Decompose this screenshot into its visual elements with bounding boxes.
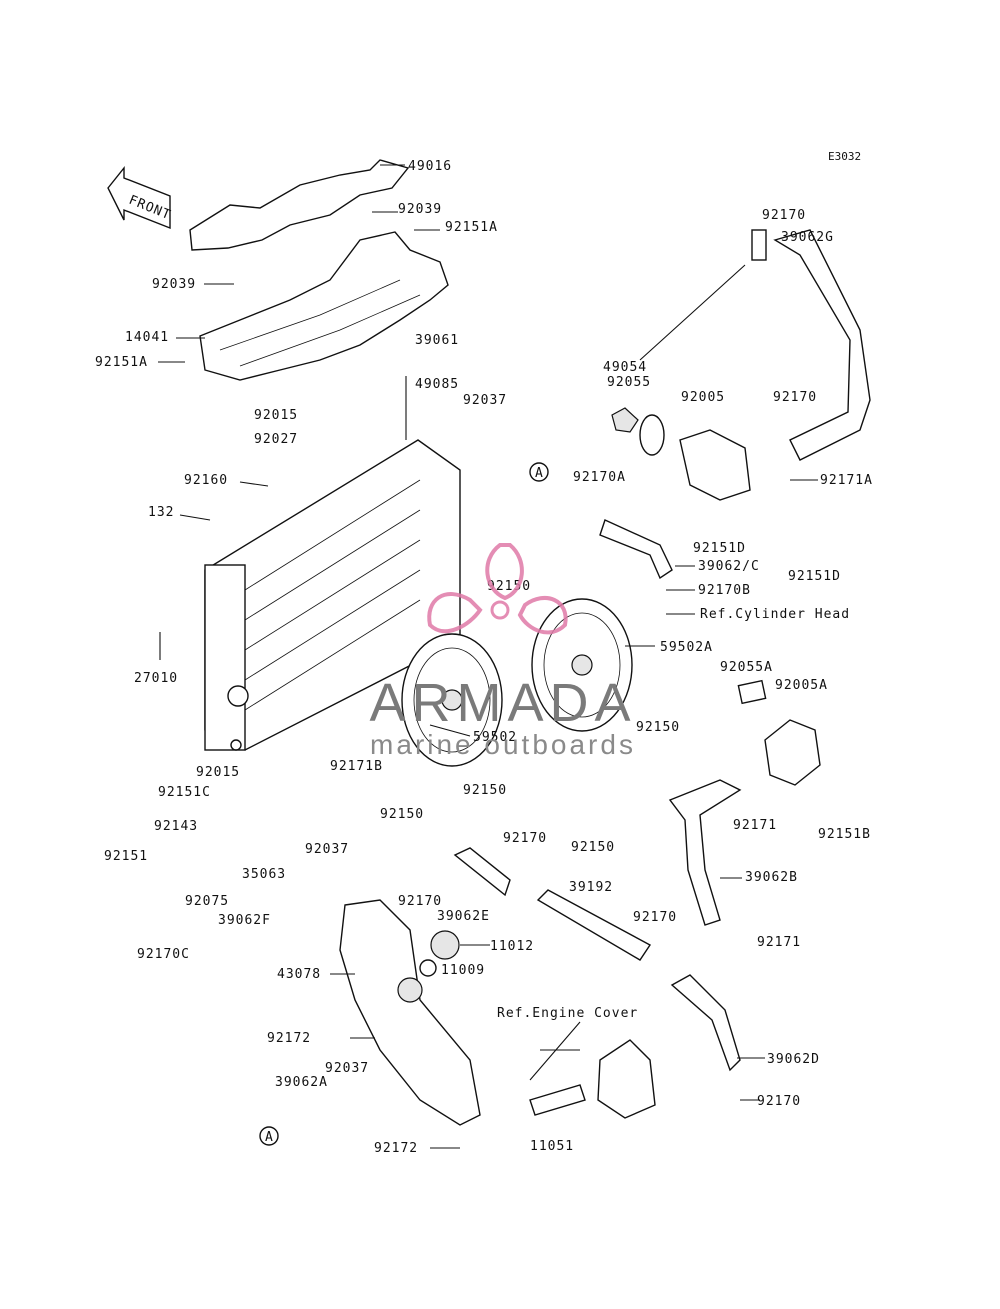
part-label: 92055 <box>607 375 651 390</box>
watermark-subtitle: marine outboards <box>370 729 636 760</box>
part-label: 92055A <box>720 660 773 675</box>
shroud-part <box>199 231 449 381</box>
fitting-92005a-part <box>737 679 821 786</box>
part-labels: 49016 92039 92151A 92039 14041 92151A 39… <box>95 159 873 1156</box>
upper-hose-part <box>773 229 871 461</box>
leader-lines <box>158 211 818 1149</box>
part-label: 39062F <box>218 913 271 928</box>
part-label: 92170C <box>137 947 190 962</box>
part-label: 92151D <box>693 541 746 556</box>
part-label: 92075 <box>185 894 229 909</box>
part-label: 92170 <box>633 910 677 925</box>
part-label: 92151D <box>788 569 841 584</box>
part-label: 132 <box>148 505 174 520</box>
part-label: 92160 <box>184 473 228 488</box>
part-label: 92015 <box>196 765 240 780</box>
part-label: 92151A <box>445 220 498 235</box>
part-label: 92015 <box>254 408 298 423</box>
part-label: 92171 <box>757 935 801 950</box>
part-label: 92150 <box>380 807 424 822</box>
part-label: 92170 <box>762 208 806 223</box>
part-label: 92037 <box>305 842 349 857</box>
part-label: 14041 <box>125 330 169 345</box>
diagram-code: E3032 <box>828 150 862 163</box>
part-label: 92170A <box>573 470 626 485</box>
radiator-core-part <box>204 439 461 751</box>
part-label: 92170 <box>503 831 547 846</box>
part-label: 92039 <box>398 202 442 217</box>
part-label: 39062B <box>745 870 798 885</box>
part-label: 92170 <box>773 390 817 405</box>
o-ring-part <box>419 959 437 977</box>
part-label: 39062E <box>437 909 490 924</box>
part-label: 92151A <box>95 355 148 370</box>
svg-text:A: A <box>265 1130 274 1145</box>
reservoir-tank-part <box>339 899 481 1126</box>
part-label: 92037 <box>463 393 507 408</box>
part-label: 92005A <box>775 678 828 693</box>
svg-text:A: A <box>535 466 544 481</box>
part-label: 92151B <box>818 827 871 842</box>
watermark-logo-icon <box>427 543 568 635</box>
part-label: 39062A <box>275 1075 328 1090</box>
part-label: 92150 <box>571 840 615 855</box>
hose-c-part <box>599 519 673 580</box>
pipe-39192-part <box>536 889 652 961</box>
part-label: 49085 <box>415 377 459 392</box>
part-label: 43078 <box>277 967 321 982</box>
part-label: 92172 <box>267 1031 311 1046</box>
part-label: 11051 <box>530 1139 574 1154</box>
part-label: 92143 <box>154 819 198 834</box>
part-label: 92039 <box>152 277 196 292</box>
part-label: 92170B <box>698 583 751 598</box>
top-cover-part <box>189 159 410 251</box>
part-label: 39062D <box>767 1052 820 1067</box>
hose-b-part <box>668 779 742 926</box>
reservoir-cap-part <box>430 930 460 960</box>
part-label: 49054 <box>603 360 647 375</box>
part-label: 39061 <box>415 333 459 348</box>
part-label: 92150 <box>636 720 680 735</box>
ref-engine-cover-label: Ref.Engine Cover <box>497 1006 638 1021</box>
part-label: 92150 <box>463 783 507 798</box>
watermark: ARMADA marine outboards <box>348 676 658 760</box>
part-label: 92170 <box>398 894 442 909</box>
part-label: 92170 <box>757 1094 801 1109</box>
part-label: 39062/C <box>698 559 760 574</box>
engine-cover-bracket-part <box>597 1039 656 1119</box>
watermark-title: ARMADA <box>369 673 637 733</box>
ref-cylinder-head-label: Ref.Cylinder Head <box>700 607 850 622</box>
part-label: 92172 <box>374 1141 418 1156</box>
hose-d-part <box>670 974 741 1072</box>
fan-left-part <box>401 633 503 767</box>
hose-clamp-part <box>751 229 767 261</box>
part-label: 92171A <box>820 473 873 488</box>
part-label: 39062G <box>781 230 834 245</box>
hose-e-part <box>453 847 511 897</box>
part-label: 11012 <box>490 939 534 954</box>
part-label: 11009 <box>441 963 485 978</box>
part-label: 92005 <box>681 390 725 405</box>
thermostat-housing-part <box>611 407 751 501</box>
part-label: 92151 <box>104 849 148 864</box>
part-label: 92037 <box>325 1061 369 1076</box>
part-label: 39192 <box>569 880 613 895</box>
part-label: 92027 <box>254 432 298 447</box>
part-label: 59502A <box>660 640 713 655</box>
part-label: 35063 <box>242 867 286 882</box>
part-label: 92151C <box>158 785 211 800</box>
marker-a-icon: A A <box>259 462 549 1146</box>
part-label: 92171 <box>733 818 777 833</box>
part-label: 92171B <box>330 759 383 774</box>
part-label: 27010 <box>134 671 178 686</box>
part-label: 59502 <box>473 730 517 745</box>
part-label: 49016 <box>408 159 452 174</box>
front-arrow-icon: FRONT <box>107 166 173 230</box>
